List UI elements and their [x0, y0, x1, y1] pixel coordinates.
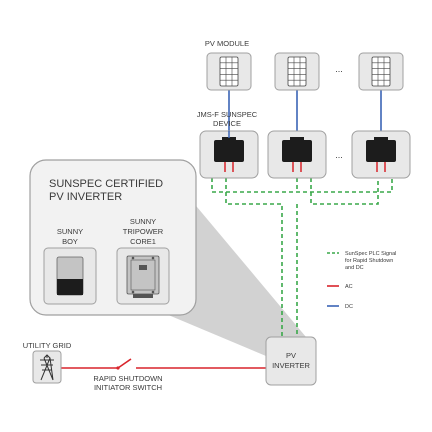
jms-device-label-line2: DEVICE [213, 119, 241, 128]
pv-module [274, 52, 320, 91]
tripower-label-line2: TRIPOWER [123, 227, 164, 236]
sunspec-inverter-panel: SUNSPEC CERTIFIED PV INVERTER SUNNY BOY … [29, 159, 197, 316]
legend: SunSpec PLC Signal for Rapid Shutdown an… [327, 251, 396, 310]
jms-device [199, 130, 259, 179]
legend-plc-line2: for Rapid Shutdown [345, 258, 393, 264]
legend-item-ac: AC [327, 284, 353, 290]
sunny-boy-label-line1: SUNNY [57, 227, 83, 236]
jms-device-label-line1: JMS-F SUNSPEC [197, 110, 258, 119]
utility-grid-box [32, 350, 62, 384]
rapid-shutdown-label-line1: RAPID SHUTDOWN [93, 374, 162, 383]
pv-module-label: PV MODULE [205, 39, 249, 48]
legend-item-dc: DC [327, 304, 353, 310]
devices-ellipsis: ... [335, 150, 343, 160]
callout-wedge [166, 170, 306, 356]
panel-title-line2: PV INVERTER [49, 191, 122, 203]
rapid-shutdown-label-line2: INITIATOR SWITCH [94, 383, 162, 392]
sunny-boy-unit [43, 247, 97, 305]
plc-signal-wires [211, 178, 393, 337]
sunny-boy-label-line2: BOY [62, 237, 78, 246]
pv-inverter-box: PV INVERTER [265, 336, 317, 386]
legend-item-plc: SunSpec PLC Signal for Rapid Shutdown an… [327, 251, 396, 271]
panel-title-line1: SUNSPEC CERTIFIED [49, 178, 163, 190]
switch-contact [116, 366, 120, 370]
pv-module [358, 52, 404, 91]
legend-ac-label: AC [345, 284, 353, 290]
legend-plc-line1: SunSpec PLC Signal [345, 251, 396, 257]
tripower-label-line3: CORE1 [130, 237, 156, 246]
ac-wires [61, 358, 266, 369]
legend-dc-label: DC [345, 304, 353, 310]
utility-grid-label: UTILITY GRID [23, 341, 72, 350]
jms-device [267, 130, 327, 179]
legend-plc-line3: and DC [345, 265, 364, 271]
sunny-tripower-core1-unit [116, 247, 170, 305]
modules-ellipsis: ... [335, 64, 343, 74]
transmission-tower-icon [40, 354, 54, 381]
jms-device [351, 130, 411, 179]
tripower-label-line1: SUNNY [130, 217, 156, 226]
dc-wires [228, 90, 382, 138]
pv-module [206, 52, 252, 91]
pv-inverter-label-line1: PV [286, 351, 296, 360]
pv-inverter-label-line2: INVERTER [272, 361, 310, 370]
